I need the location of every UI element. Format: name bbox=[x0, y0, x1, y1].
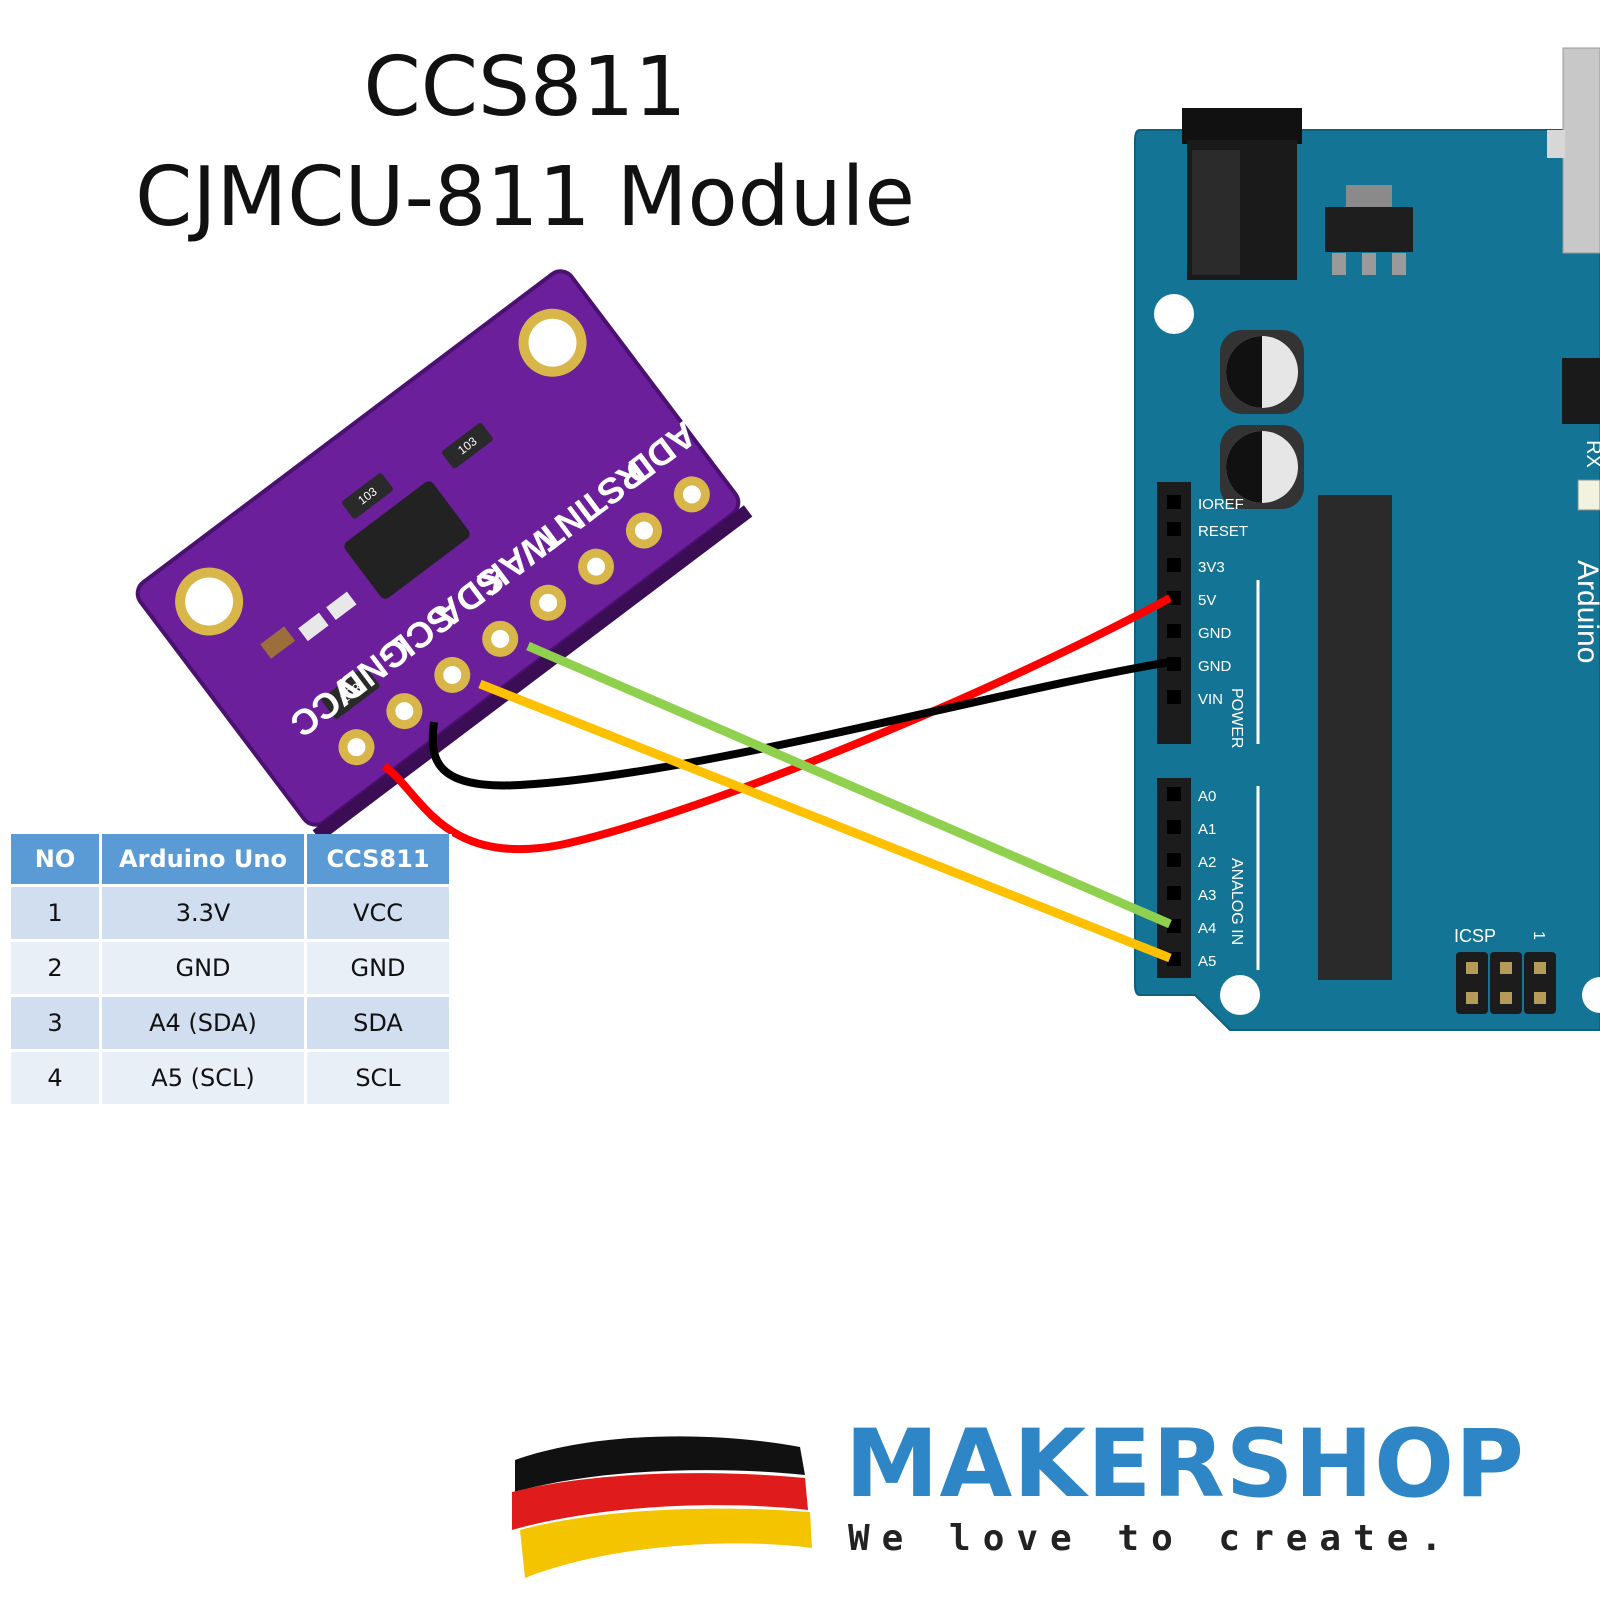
table-row: 4 A5 (SCL) SCL bbox=[11, 1052, 452, 1107]
header-pin-socket bbox=[1167, 853, 1181, 867]
header-pin-socket bbox=[1167, 558, 1181, 572]
table-cell: SDA bbox=[307, 997, 452, 1052]
power-pin-label: 3V3 bbox=[1198, 559, 1225, 576]
wire-scl-a5 bbox=[478, 679, 1172, 963]
rx-led bbox=[1577, 479, 1600, 511]
header-pin-socket bbox=[1167, 657, 1181, 671]
analog-group-label: ANALOG IN bbox=[1228, 858, 1245, 945]
makershop-slogan: We love to create. bbox=[848, 1518, 1455, 1559]
module-pin-hole bbox=[347, 738, 366, 757]
microcontroller-chip bbox=[1318, 495, 1392, 980]
module-pin-hole bbox=[395, 702, 414, 721]
module-pin-hole bbox=[443, 665, 462, 684]
power-pin-label: VIN bbox=[1198, 691, 1223, 708]
power-pin-label: RESET bbox=[1198, 523, 1248, 540]
module-pin-hole bbox=[491, 629, 510, 648]
usb-connector bbox=[1562, 47, 1600, 254]
header-pin-socket bbox=[1167, 495, 1181, 509]
rx-label: RX bbox=[1582, 440, 1600, 468]
power-group-label: POWER bbox=[1228, 688, 1245, 748]
table-row: 1 3.3V VCC bbox=[11, 887, 452, 942]
table-cell: A4 (SDA) bbox=[102, 997, 307, 1052]
page-title: CCS811 bbox=[363, 40, 687, 135]
dc-jack bbox=[1182, 108, 1302, 144]
pin-mapping-table: NO Arduino Uno CCS811 1 3.3V VCC 2 GND G… bbox=[11, 834, 452, 1107]
table-cell: 2 bbox=[11, 942, 102, 997]
table-cell: VCC bbox=[307, 887, 452, 942]
table-row: 3 A4 (SDA) SDA bbox=[11, 997, 452, 1052]
table-header-ccs811: CCS811 bbox=[307, 834, 452, 887]
table-cell: GND bbox=[307, 942, 452, 997]
capacitor-2 bbox=[1220, 425, 1304, 509]
icsp-pin1-label: 1 bbox=[1530, 931, 1547, 940]
icsp-label: ICSP bbox=[1454, 926, 1496, 946]
analog-pin-label: A0 bbox=[1198, 788, 1216, 805]
table-cell: 4 bbox=[11, 1052, 102, 1107]
capacitor-1 bbox=[1220, 330, 1304, 414]
table-cell: GND bbox=[102, 942, 307, 997]
module-pin-hole bbox=[587, 557, 606, 576]
header-pin-socket bbox=[1167, 624, 1181, 638]
analog-pin-label: A1 bbox=[1198, 821, 1216, 838]
power-pin-label: GND bbox=[1198, 658, 1232, 675]
analog-pin-label: A5 bbox=[1198, 953, 1216, 970]
ccs811-chip bbox=[344, 481, 470, 599]
module-pin-hole bbox=[682, 485, 701, 504]
analog-pin-label: A2 bbox=[1198, 854, 1216, 871]
module-pin-hole bbox=[634, 521, 653, 540]
header-pin-socket bbox=[1167, 690, 1181, 704]
analog-pin-label: A3 bbox=[1198, 887, 1216, 904]
mounting-hole bbox=[1154, 294, 1194, 334]
german-flag-brush-icon bbox=[512, 1436, 812, 1578]
table-cell: A5 (SCL) bbox=[102, 1052, 307, 1107]
header-pin-socket bbox=[1167, 787, 1181, 801]
wire-sda-a4 bbox=[526, 641, 1172, 929]
wire-gnd-gnd bbox=[428, 658, 1171, 790]
table-row: 2 GND GND bbox=[11, 942, 452, 997]
analog-header bbox=[1157, 778, 1191, 978]
mounting-hole bbox=[1582, 977, 1600, 1013]
makershop-logo-text: MAKERSHOP bbox=[845, 1410, 1525, 1519]
header-pin-socket bbox=[1167, 820, 1181, 834]
table-cell: 1 bbox=[11, 887, 102, 942]
analog-pin-label: A4 bbox=[1198, 920, 1216, 937]
table-cell: 3.3V bbox=[102, 887, 307, 942]
table-header-arduino: Arduino Uno bbox=[102, 834, 307, 887]
arduino-board: RX Arduino IOREF RESET 3V3 5V GND GND VIN POWE… bbox=[1134, 47, 1600, 1031]
table-cell: 3 bbox=[11, 997, 102, 1052]
header-pin-socket bbox=[1167, 522, 1181, 536]
wires bbox=[381, 594, 1172, 963]
page-subtitle: CJMCU-811 Module bbox=[135, 150, 915, 245]
power-pin-label: GND bbox=[1198, 625, 1232, 642]
table-cell: SCL bbox=[307, 1052, 452, 1107]
table-header-no: NO bbox=[11, 834, 102, 887]
icsp-header bbox=[1456, 952, 1556, 1014]
arduino-brand: Arduino bbox=[1571, 560, 1600, 663]
power-pin-label: IOREF bbox=[1198, 496, 1244, 513]
power-header bbox=[1157, 482, 1191, 744]
mounting-hole bbox=[1220, 975, 1260, 1015]
module-pin-hole bbox=[539, 593, 558, 612]
wire-vcc-3v3 bbox=[381, 594, 1172, 854]
header-pin-socket bbox=[1167, 886, 1181, 900]
power-pin-label: 5V bbox=[1198, 592, 1216, 609]
voltage-regulator bbox=[1346, 185, 1392, 207]
